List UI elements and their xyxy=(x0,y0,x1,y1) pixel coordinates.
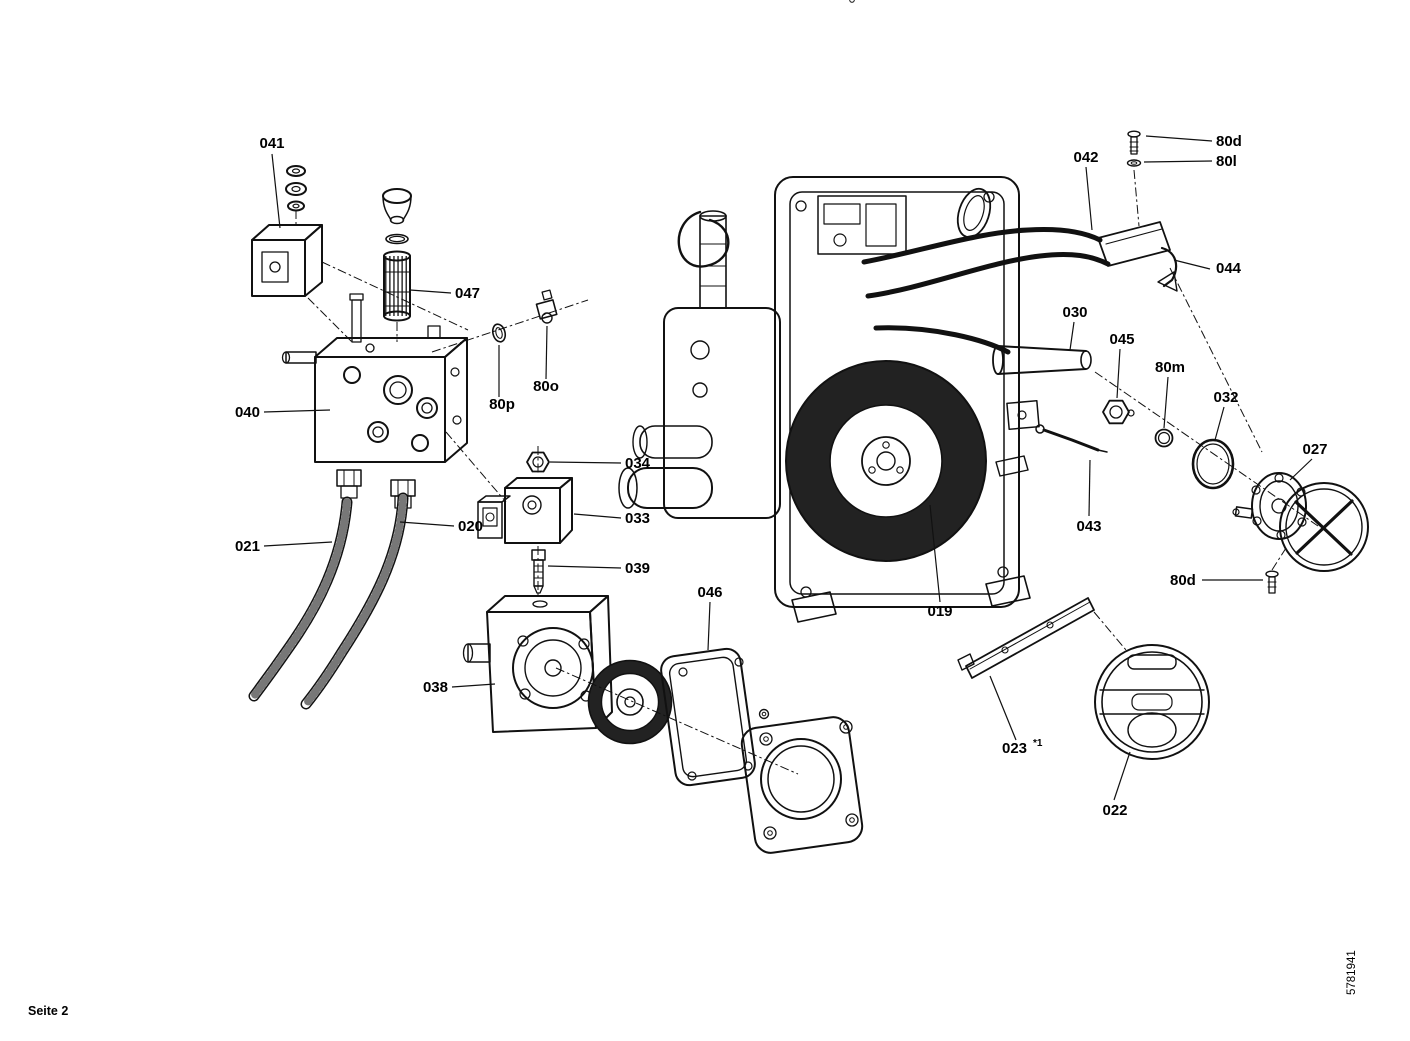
part-blower-wheel-019 xyxy=(785,360,987,562)
part-label-034: 034 xyxy=(625,455,651,472)
part-fitting-045 xyxy=(1102,399,1135,425)
part-label-044: 044 xyxy=(1216,260,1242,277)
part-gasket-046 xyxy=(660,647,770,787)
part-label-045: 045 xyxy=(1109,331,1134,348)
part-label-030: 030 xyxy=(1062,304,1087,321)
part-washer-80p xyxy=(491,323,507,343)
part-hose-021 xyxy=(248,496,353,702)
part-oring-80m xyxy=(1154,428,1174,448)
part-label-019: 019 xyxy=(927,603,952,620)
assembly-axis-lines xyxy=(295,169,1319,775)
part-label-027: 027 xyxy=(1302,441,1327,458)
part-label-047: 047 xyxy=(455,285,480,302)
part-flange-impeller-027 xyxy=(1232,472,1369,572)
part-electrode-043 xyxy=(1035,424,1108,453)
part-label-042: 042 xyxy=(1073,149,1098,166)
part-toothed-pulley xyxy=(587,659,673,745)
part-label-023: 023 xyxy=(1002,740,1027,757)
part-main-housing xyxy=(618,176,1040,623)
part-hose-020 xyxy=(300,492,409,710)
part-label-043: 043 xyxy=(1076,518,1101,535)
part-label-033: 033 xyxy=(625,510,650,527)
part-washer-80l xyxy=(1126,159,1142,167)
part-cover-022 xyxy=(1094,644,1210,760)
part-label-80p: 80p xyxy=(489,396,515,413)
part-label-041: 041 xyxy=(259,135,284,152)
part-fitting-80o xyxy=(535,289,558,324)
document-number: 5781941 xyxy=(1346,950,1358,995)
part-connector-044 xyxy=(1097,221,1178,292)
part-bracket-023 xyxy=(957,597,1095,679)
part-filter-047 xyxy=(383,250,411,322)
page-footer: Seite 2 xyxy=(28,1004,68,1018)
part-label-022: 022 xyxy=(1102,802,1127,819)
part-cable-harness-042 xyxy=(861,227,1111,355)
part-label-80l: 80l xyxy=(1216,153,1237,170)
part-fuel-pump-040 xyxy=(281,293,468,509)
part-label-021: 021 xyxy=(235,538,260,555)
part-label-040: 040 xyxy=(235,404,260,421)
part-label-023-superscript: *1 xyxy=(1033,738,1043,749)
part-label-80o: 80o xyxy=(533,378,559,395)
label-leader-lines xyxy=(263,135,1313,801)
part-number-labels: 041 047 80d 80l 042 044 030 045 80m 032 … xyxy=(235,133,1328,819)
part-label-020: 020 xyxy=(458,518,483,535)
part-label-80d-bottom: 80d xyxy=(1170,572,1196,589)
part-label-039: 039 xyxy=(625,560,650,577)
part-label-80d-top: 80d xyxy=(1216,133,1242,150)
part-label-038: 038 xyxy=(423,679,448,696)
part-solenoid-coil-041 xyxy=(251,165,323,297)
part-label-032: 032 xyxy=(1213,389,1238,406)
part-screw-80d-top xyxy=(1127,130,1141,155)
part-label-80m: 80m xyxy=(1155,359,1185,376)
part-screw-80d-bottom xyxy=(1265,570,1279,594)
part-mounting-flange xyxy=(740,0,864,854)
part-label-046: 046 xyxy=(697,584,722,601)
part-tube-030 xyxy=(992,345,1092,375)
part-valve-033 xyxy=(477,477,573,544)
part-cap-and-oring xyxy=(382,188,412,245)
part-oring-032 xyxy=(1191,438,1235,490)
